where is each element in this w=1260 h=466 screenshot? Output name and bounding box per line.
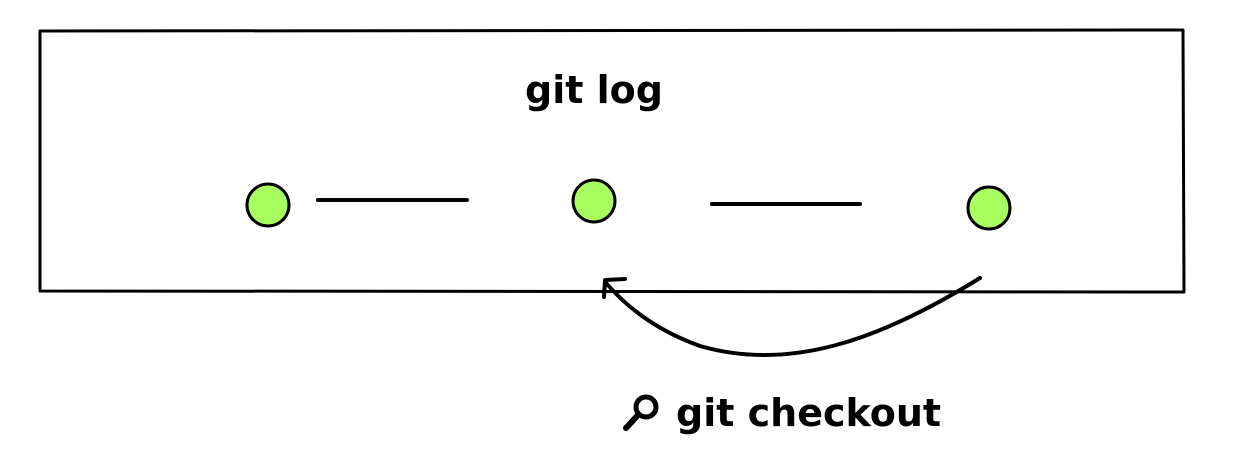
commit-3-node[interactable] xyxy=(966,185,1012,231)
checkout-arrow xyxy=(604,276,982,358)
checkout-label: git checkout xyxy=(676,391,941,435)
commit-2-node[interactable] xyxy=(571,178,617,224)
arrowhead xyxy=(602,277,627,299)
log-title: git log xyxy=(525,68,663,112)
magnifier-icon xyxy=(623,394,659,431)
log-frame xyxy=(38,28,1186,294)
commit-1-node[interactable] xyxy=(245,182,291,228)
